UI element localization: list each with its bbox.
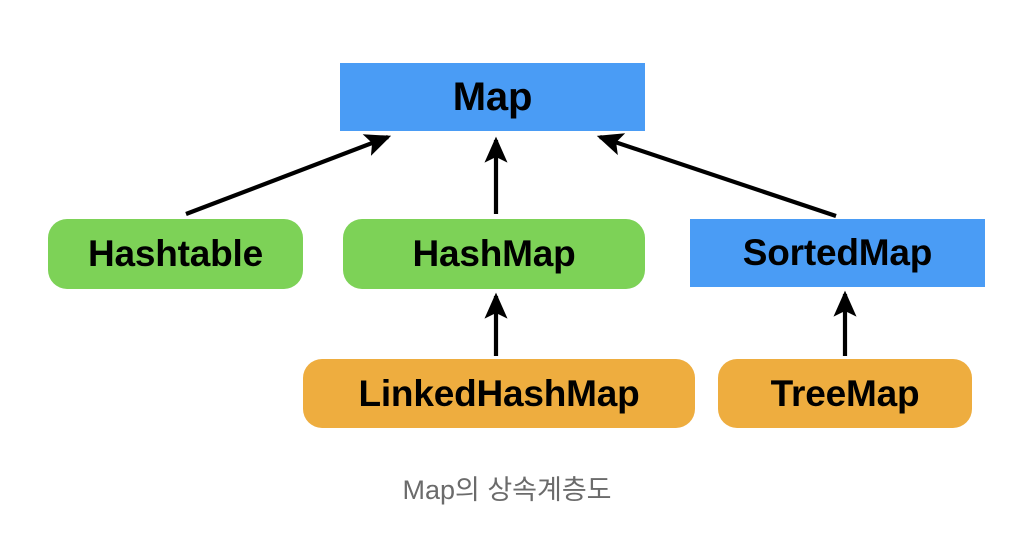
node-sortedmap[interactable]: SortedMap: [690, 219, 985, 287]
node-hashmap[interactable]: HashMap: [343, 219, 645, 289]
diagram-caption: Map의 상속계층도: [402, 475, 612, 505]
node-treemap[interactable]: TreeMap: [718, 359, 972, 428]
node-linkedhashmap[interactable]: LinkedHashMap: [303, 359, 695, 428]
edge-hashtable-to-map: [185, 134, 392, 216]
edge-sortedmap-to-map: [596, 133, 837, 218]
node-hashtable[interactable]: Hashtable: [48, 219, 303, 289]
node-map[interactable]: Map: [340, 63, 645, 131]
